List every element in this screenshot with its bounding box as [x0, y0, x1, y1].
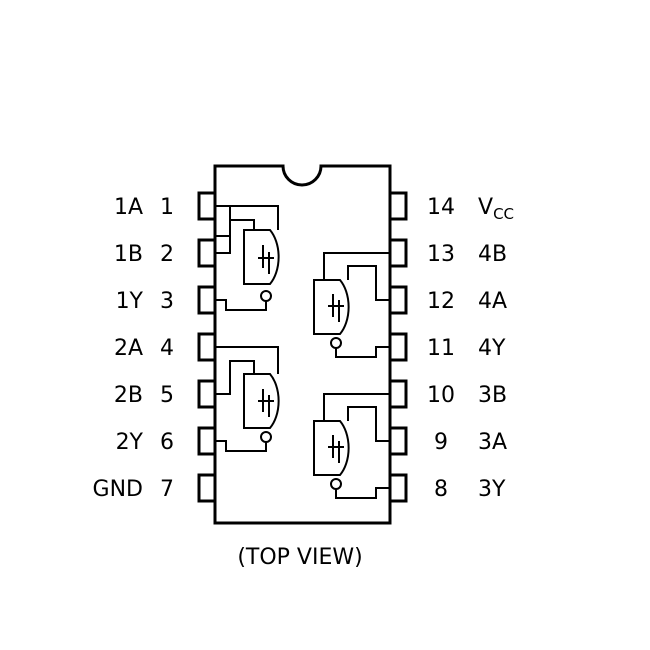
gate-1 — [215, 205, 280, 311]
pin-name-7: GND — [93, 477, 143, 502]
pin-stub-7 — [197, 473, 217, 503]
gate-2-wire-b — [215, 360, 255, 395]
pin-stub-13 — [388, 238, 408, 268]
pin-name-3: 1Y — [116, 289, 144, 314]
pin-name-10: 3B — [478, 383, 507, 408]
pin-stub-9 — [388, 426, 408, 456]
gate-1-wire-y — [215, 299, 267, 311]
top-view-caption: (TOP VIEW) — [237, 545, 362, 570]
gate-2-wire-y — [215, 440, 267, 452]
schmitt-nand-gate-icon — [313, 279, 350, 349]
gate-2-wire-a — [215, 346, 279, 374]
pin-number-4: 4 — [160, 336, 174, 361]
pin-number-1: 1 — [160, 195, 174, 220]
pin-stub-3 — [197, 285, 217, 315]
pin-name-9: 3A — [478, 430, 507, 455]
pin-name-11: 4Y — [478, 336, 506, 361]
pin-name-14-main: V — [478, 195, 493, 220]
gate-1-wire-b — [215, 219, 255, 254]
pin-number-9: 9 — [434, 430, 448, 455]
gate-4-wire-a — [347, 265, 390, 301]
pin-name-12: 4A — [478, 289, 507, 314]
gate-1-wire-a2 — [215, 205, 279, 230]
pin-stub-12 — [388, 285, 408, 315]
pin-stub-5 — [197, 379, 217, 409]
pin-stub-2 — [197, 238, 217, 268]
pin-stub-8 — [388, 473, 408, 503]
pin-number-2: 2 — [160, 242, 174, 267]
gate-3-wire-y — [335, 487, 390, 499]
pin-name-13: 4B — [478, 242, 507, 267]
schmitt-nand-gate-icon — [243, 229, 280, 302]
pin-number-5: 5 — [160, 383, 174, 408]
gate-2 — [215, 346, 280, 452]
right-pin-stubs — [388, 191, 408, 503]
pin-name-2: 1B — [114, 242, 143, 267]
pin-number-11: 11 — [427, 336, 455, 361]
gate-3 — [313, 393, 390, 499]
pin-stub-14 — [388, 191, 408, 221]
pin-stub-11 — [388, 332, 408, 362]
pin-name-5: 2B — [114, 383, 143, 408]
pin-number-10: 10 — [427, 383, 455, 408]
pin-name-14-subscript: CC — [493, 205, 514, 223]
gate-4-wire-b — [323, 252, 390, 280]
pin-number-6: 6 — [160, 430, 174, 455]
gate-3-wire-a — [347, 406, 390, 442]
pin-number-12: 12 — [427, 289, 455, 314]
right-pin-labels: 14 VCC 13 4B 12 4A 11 4Y 10 3B 9 3A 8 3Y — [427, 195, 514, 502]
gate-4 — [313, 252, 390, 358]
left-pin-stubs — [197, 191, 217, 503]
pin-number-8: 8 — [434, 477, 448, 502]
pin-number-7: 7 — [160, 477, 174, 502]
pin-stub-4 — [197, 332, 217, 362]
pin-name-4: 2A — [114, 336, 143, 361]
pin-stub-6 — [197, 426, 217, 456]
pin-name-6: 2Y — [116, 430, 144, 455]
pin-name-14: VCC — [478, 195, 514, 223]
pin-stub-10 — [388, 379, 408, 409]
pin-number-13: 13 — [427, 242, 455, 267]
pin-number-3: 3 — [160, 289, 174, 314]
pin-stub-1 — [197, 191, 217, 221]
left-pin-labels: 1A 1 1B 2 1Y 3 2A 4 2B 5 2Y 6 GND 7 — [93, 195, 174, 502]
pin-name-1: 1A — [114, 195, 143, 220]
gate-4-wire-y — [335, 346, 390, 358]
pin-number-14: 14 — [427, 195, 455, 220]
pin-name-8: 3Y — [478, 477, 506, 502]
schmitt-nand-gate-icon — [313, 420, 350, 490]
gate-3-wire-b — [323, 393, 390, 421]
